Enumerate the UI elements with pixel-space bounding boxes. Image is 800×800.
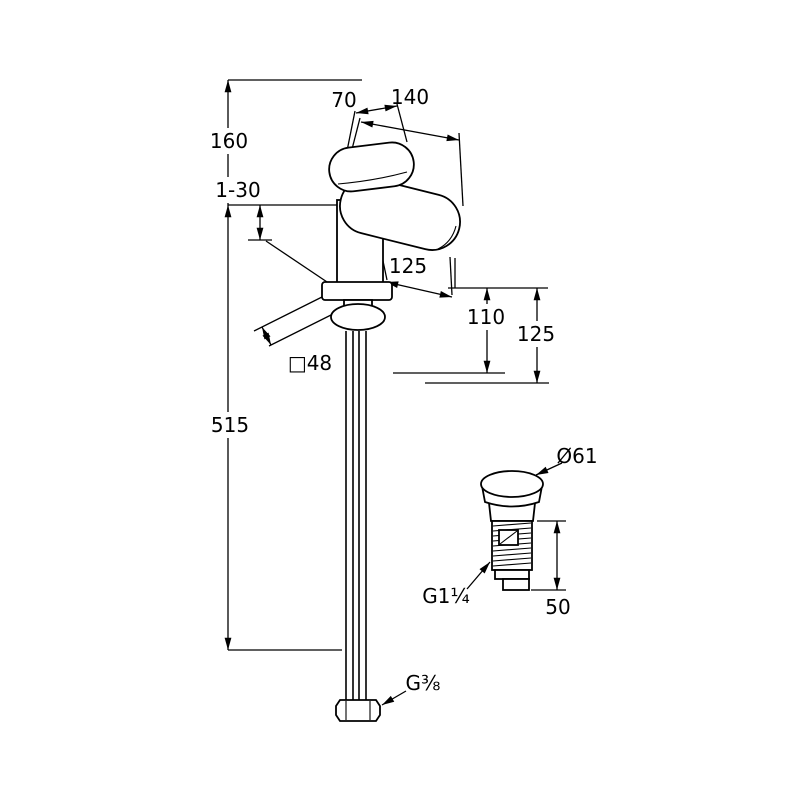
label-mask <box>209 128 249 154</box>
dim-line-70 <box>355 104 398 115</box>
labels-layer: 160 1-30 515 70 140 125 110 125 □48 Ø61 … <box>209 85 598 695</box>
dim-label-515: 515 <box>211 413 249 437</box>
lever-edge <box>337 171 408 185</box>
dim-label-160: 160 <box>210 129 248 153</box>
drain-tail <box>502 578 530 591</box>
drain-cap-dome <box>480 470 544 498</box>
dim-label-sq48: □48 <box>288 351 332 375</box>
projection-line <box>265 240 337 289</box>
thread-hatch <box>492 547 532 552</box>
label-mask <box>515 321 557 347</box>
dim-label-50: 50 <box>545 595 570 619</box>
dim-label-110: 110 <box>467 305 505 329</box>
leader-line-g38 <box>381 690 407 706</box>
faucet-drawing <box>321 141 461 722</box>
faucet-lever <box>328 141 415 193</box>
dim-line-140 <box>360 120 460 142</box>
overflow-detail <box>499 530 518 545</box>
ext-line <box>346 110 356 152</box>
drain-flange <box>494 569 530 580</box>
thread-hatch <box>492 522 532 527</box>
dim-line-sq48 <box>261 326 272 346</box>
hose-nut <box>335 699 381 722</box>
dim-label-140: 140 <box>391 85 429 109</box>
drain-dimension-lines <box>466 462 566 591</box>
thread-hatch <box>492 552 532 557</box>
ext-line <box>396 103 408 143</box>
leader-line-dia61 <box>535 462 563 476</box>
dim-label-dia61: Ø61 <box>556 444 597 468</box>
drain-drawing <box>480 470 544 591</box>
ext-line <box>449 256 453 296</box>
thread-hatch <box>492 562 532 567</box>
dim-label-g38: G⅜ <box>406 671 441 695</box>
dim-label-1-30: 1-30 <box>215 178 260 202</box>
faucet-base <box>321 281 393 301</box>
label-mask <box>465 304 507 330</box>
dim-label-125-spout: 125 <box>389 254 427 278</box>
spout-outlet-edge <box>437 225 457 250</box>
mounting-nut <box>330 303 386 331</box>
leader-line-g114 <box>466 561 491 590</box>
dim-label-g114: G1¼ <box>422 584 470 608</box>
thread-hatch <box>492 557 532 562</box>
faucet-spout <box>339 177 461 251</box>
dim-label-70: 70 <box>331 88 356 112</box>
ext-line <box>458 132 464 207</box>
label-mask <box>211 177 265 203</box>
label-mask <box>210 412 250 438</box>
dim-label-125-right: 125 <box>517 322 555 346</box>
dim-line-125-spout <box>385 281 453 298</box>
projection-line <box>253 292 331 332</box>
